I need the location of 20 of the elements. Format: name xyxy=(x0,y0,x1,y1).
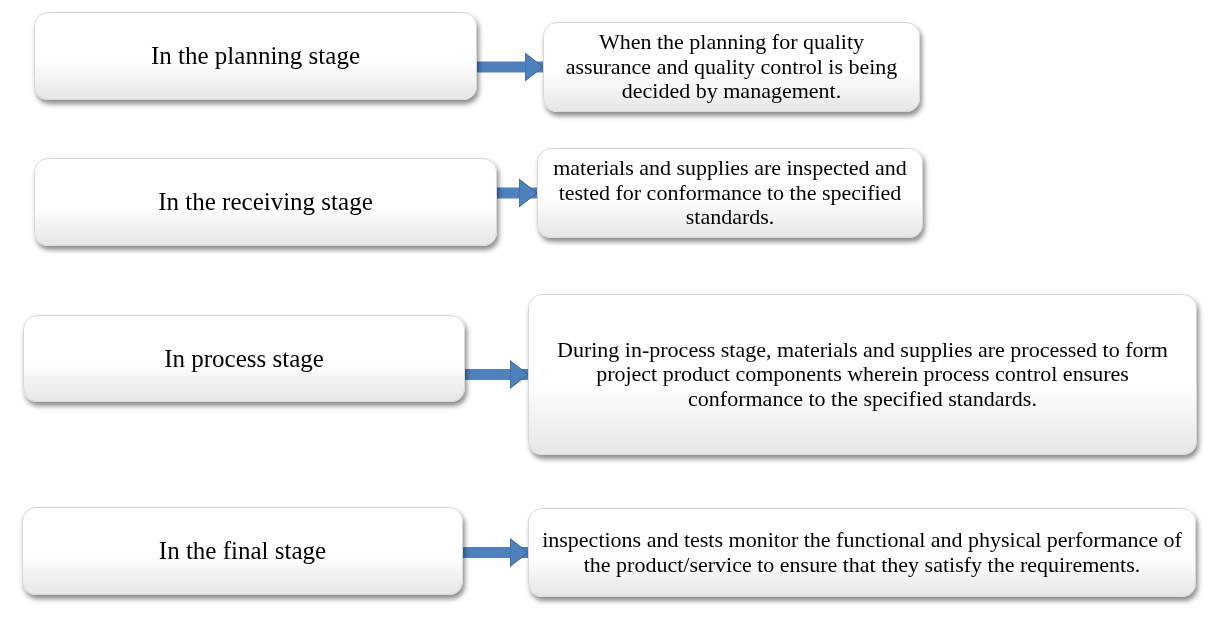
stage-box xyxy=(22,507,463,595)
arrow xyxy=(465,360,529,389)
arrow xyxy=(463,538,529,567)
stage-label: In process stage xyxy=(164,344,324,373)
description-box xyxy=(543,22,920,112)
description-text: During in-process stage, materials and supplies are processed to form project product components wherein process control ensures conformance to the specified standards. xyxy=(556,337,1169,412)
stage-label: In the receiving stage xyxy=(158,188,373,216)
stage-box xyxy=(34,158,497,246)
description-box xyxy=(537,148,923,238)
arrow xyxy=(497,178,538,208)
stage-label: In the planning stage xyxy=(151,42,360,70)
stage-box xyxy=(23,315,465,402)
description-text: materials and supplies are inspected and tested for conformance to the specified standards. xyxy=(552,156,908,230)
description-text: When the planning for quality assurance and quality control is being decided by management. xyxy=(564,30,899,104)
stage-label: In the final stage xyxy=(158,537,327,565)
description-box xyxy=(528,508,1196,597)
description-text: inspections and tests monitor the functional and physical performance of the product/service to ensure that they satisfy the requirements. xyxy=(541,527,1183,578)
stage-box xyxy=(34,12,477,100)
description-box xyxy=(528,294,1197,455)
arrow xyxy=(477,52,544,82)
